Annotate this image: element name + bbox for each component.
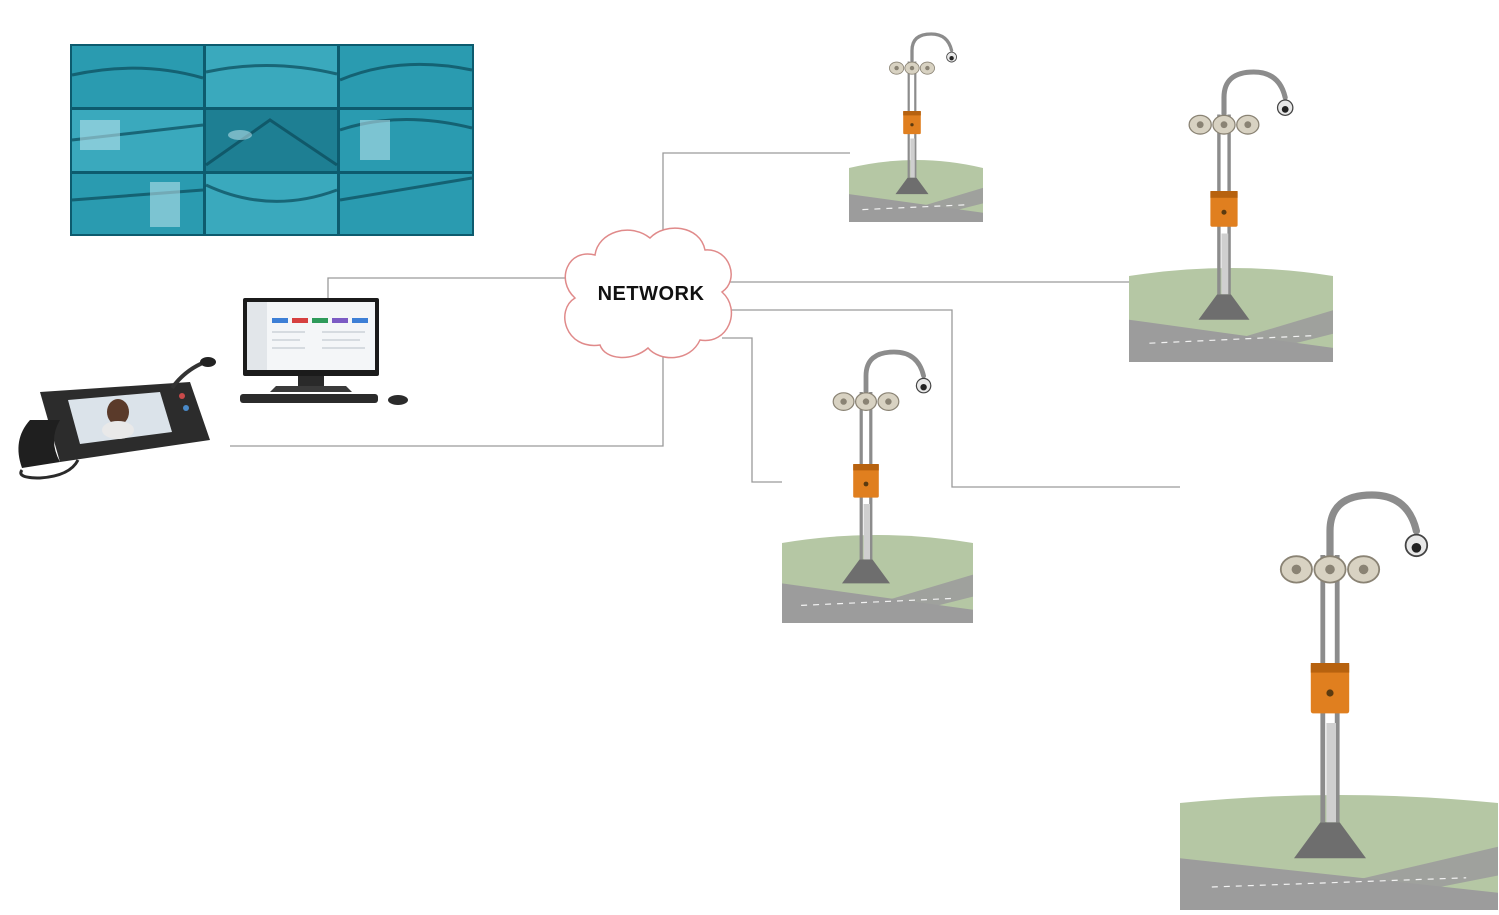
callbox-top xyxy=(853,464,879,471)
pole-core xyxy=(1221,233,1229,295)
pole-base xyxy=(1294,822,1366,859)
speaker-cone xyxy=(1325,564,1335,575)
speaker-cone xyxy=(1358,564,1369,575)
pole-arm xyxy=(910,32,954,64)
ground-road xyxy=(869,187,983,222)
help-point-pole-icon xyxy=(782,349,973,623)
speaker-cone xyxy=(840,398,847,405)
speaker-cone xyxy=(862,398,870,405)
speaker-cone xyxy=(925,65,930,71)
emergency-callbox-icon xyxy=(1310,663,1350,714)
emergency-callbox-icon xyxy=(853,464,879,498)
link-cloud-to-pole-1 xyxy=(662,152,850,232)
connection-lines xyxy=(230,152,1180,488)
help-point-poles xyxy=(782,32,1498,910)
pole-arm xyxy=(863,349,926,395)
camera-lens xyxy=(949,56,954,61)
link-cloud-to-pole-4 xyxy=(722,309,1180,488)
emergency-callbox-icon xyxy=(903,111,921,135)
video-wall-icon xyxy=(70,44,474,236)
link-cloud-to-workstation xyxy=(327,277,575,298)
pole-core xyxy=(910,138,915,178)
road-marking xyxy=(1149,335,1313,344)
call-button-icon xyxy=(863,481,869,487)
call-button-icon xyxy=(910,123,914,127)
pole-base xyxy=(842,559,890,584)
link-cloud-to-pole-3 xyxy=(722,337,782,483)
speaker-cone xyxy=(885,398,892,405)
ground-road xyxy=(1159,310,1333,362)
ground-road xyxy=(1227,846,1498,910)
desktop-computer-icon xyxy=(240,298,408,405)
pole-base xyxy=(1198,294,1250,320)
camera-lens xyxy=(1281,106,1289,113)
callbox-top xyxy=(903,111,921,116)
pole-arm xyxy=(1221,69,1288,118)
pole-core xyxy=(1326,723,1336,823)
road-marking xyxy=(801,597,954,606)
video-wall-tiles xyxy=(72,46,472,234)
speaker-cone xyxy=(1196,121,1204,129)
callbox-top xyxy=(1310,663,1350,673)
network-cloud: NETWORK xyxy=(564,227,733,359)
speaker-cone xyxy=(894,65,899,71)
callbox-top xyxy=(1210,191,1238,198)
network-label: NETWORK xyxy=(598,283,705,305)
speaker-cone xyxy=(1291,564,1302,575)
help-point-pole-icon xyxy=(849,32,983,222)
camera-lens xyxy=(920,384,927,391)
pole-core xyxy=(863,504,870,560)
camera-lens xyxy=(1411,543,1422,553)
call-button-icon xyxy=(1326,689,1334,697)
link-cloud-to-console xyxy=(230,355,664,447)
speaker-cone xyxy=(1220,121,1228,129)
speaker-cone xyxy=(909,65,915,71)
pole-base xyxy=(895,177,929,195)
video-intercom-console-icon xyxy=(18,357,216,480)
road-marking xyxy=(862,204,970,211)
help-point-pole-icon xyxy=(1180,491,1498,910)
ground-road xyxy=(810,574,973,623)
help-point-pole-icon xyxy=(1129,69,1333,362)
pole-arm xyxy=(1326,491,1420,559)
speaker-cone xyxy=(1244,121,1252,129)
emergency-callbox-icon xyxy=(1210,191,1238,227)
call-button-icon xyxy=(1221,209,1227,215)
